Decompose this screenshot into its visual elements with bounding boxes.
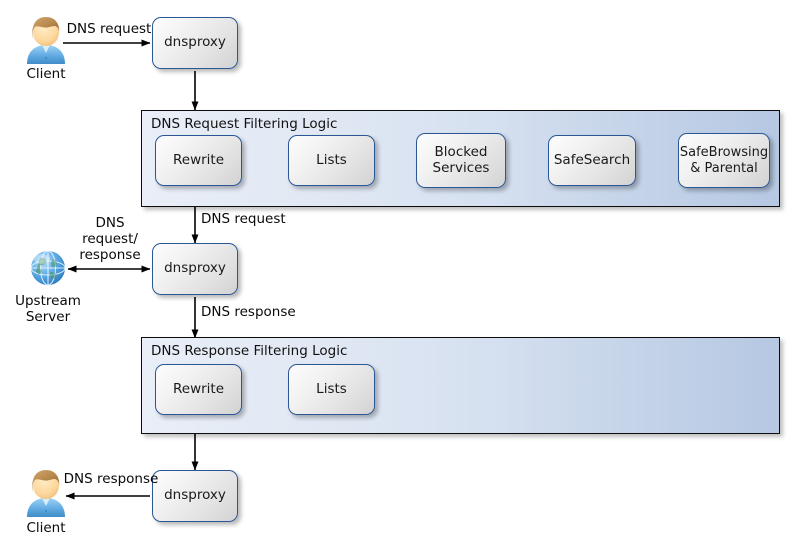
- stage-rewrite-response[interactable]: Rewrite: [155, 364, 242, 415]
- edge-label-proxy-to-response-filter: DNS response: [201, 304, 296, 320]
- dnsproxy-top-box[interactable]: dnsproxy: [152, 17, 238, 69]
- dnsproxy-middle-label: dnsproxy: [164, 260, 226, 277]
- stage-safesearch[interactable]: SafeSearch: [548, 135, 636, 186]
- response-filtering-title: DNS Response Filtering Logic: [151, 343, 348, 359]
- client-bottom-avatar: [22, 467, 70, 517]
- stage-safebrowsing-parental-label: SafeBrowsing & Parental: [679, 145, 769, 176]
- stage-blocked-services[interactable]: Blocked Services: [416, 133, 506, 188]
- stage-rewrite-request[interactable]: Rewrite: [155, 135, 242, 186]
- dnsproxy-top-label: dnsproxy: [164, 34, 226, 51]
- stage-lists-response-label: Lists: [316, 380, 347, 397]
- stage-lists-request[interactable]: Lists: [288, 135, 375, 186]
- dnsproxy-bottom-label: dnsproxy: [164, 487, 226, 504]
- response-filtering-panel: DNS Response Filtering Logic: [141, 337, 780, 434]
- stage-blocked-services-label: Blocked Services: [432, 143, 490, 176]
- stage-lists-request-label: Lists: [316, 151, 347, 168]
- client-top-label: Client: [26, 66, 66, 82]
- dnsproxy-middle-box[interactable]: dnsproxy: [152, 243, 238, 295]
- dnsproxy-bottom-box[interactable]: dnsproxy: [152, 470, 238, 522]
- edge-label-proxy-to-client-bottom: DNS response: [63, 471, 159, 487]
- stage-safesearch-label: SafeSearch: [553, 151, 631, 168]
- stage-rewrite-response-label: Rewrite: [172, 380, 225, 397]
- upstream-server-label: Upstream Server: [15, 293, 81, 325]
- stage-safebrowsing-parental[interactable]: SafeBrowsing & Parental: [678, 133, 770, 188]
- edge-label-client-to-proxy-top: DNS request: [66, 21, 152, 37]
- client-top-avatar: [22, 14, 70, 64]
- edge-label-proxy-to-request-filter: DNS request: [201, 211, 286, 227]
- upstream-server-globe: [23, 243, 73, 293]
- request-filtering-title: DNS Request Filtering Logic: [151, 116, 338, 132]
- edge-label-upstream-exchange: DNS request/ response: [79, 215, 141, 263]
- stage-lists-response[interactable]: Lists: [288, 364, 375, 415]
- client-bottom-label: Client: [26, 520, 66, 536]
- stage-rewrite-request-label: Rewrite: [172, 151, 225, 168]
